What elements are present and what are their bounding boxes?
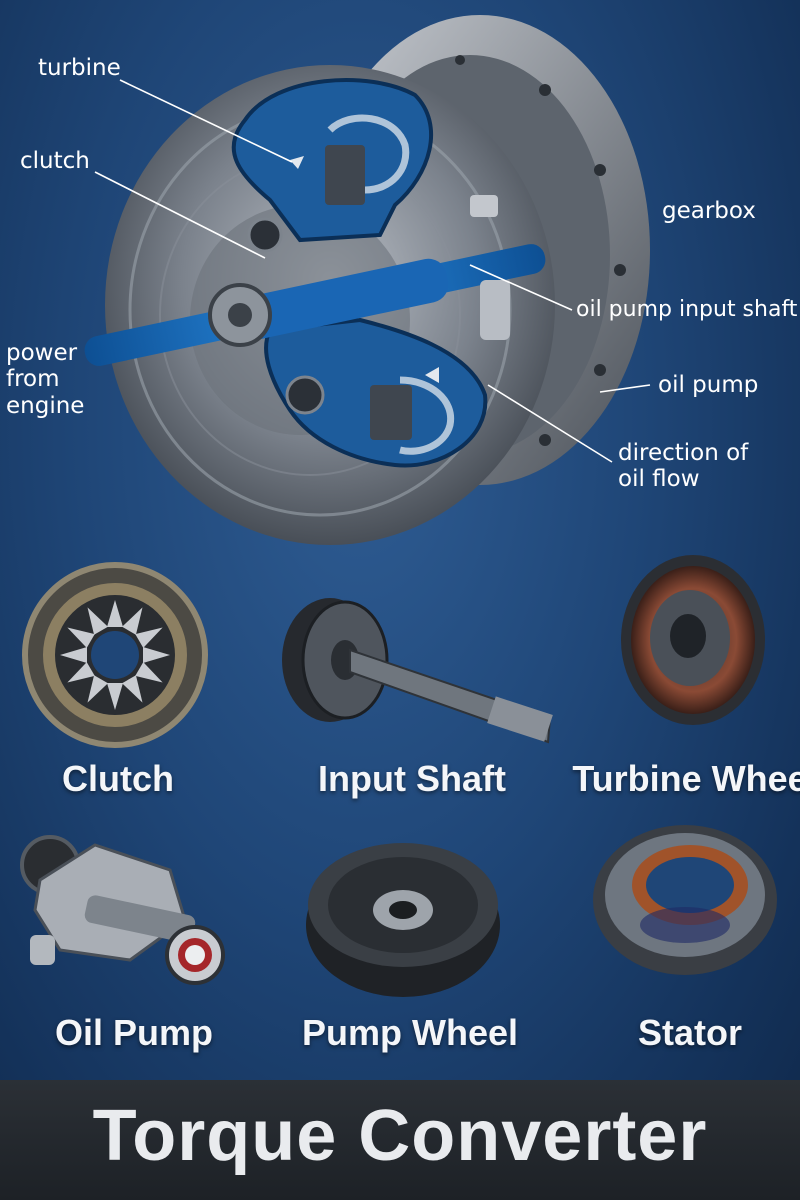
input-shaft <box>84 244 546 366</box>
callout-clutch: clutch <box>20 148 90 174</box>
part-label-pump-wheel: Pump Wheel <box>301 1012 519 1053</box>
callout-oil-pump: oil pump <box>658 372 759 398</box>
part-label-turbine-wheel: Turbine Wheel <box>572 758 800 799</box>
callout-direction-of-oil-flow: direction of oil flow <box>618 440 748 493</box>
callout-oil-pump-input-shaft: oil pump input shaft <box>576 297 798 322</box>
callout-power-line-1: power <box>6 340 78 366</box>
part-label-oil-pump: Oil Pump <box>54 1012 213 1053</box>
pump-wheel-icon <box>306 843 500 997</box>
part-label-stator: Stator <box>637 1012 742 1053</box>
oil-flow-arrow <box>425 367 439 383</box>
callout-gearbox: gearbox <box>662 198 756 224</box>
callout-power-from-engine: power from engine <box>6 340 84 419</box>
callout-turbine: turbine <box>38 55 121 81</box>
turbine-wheel-icon <box>621 555 765 725</box>
callout-flow-line-1: direction of <box>618 440 749 466</box>
callout-power-line-2: from <box>6 366 60 393</box>
page-title: Torque Converter <box>92 1096 708 1176</box>
callout-flow-line-2: oil flow <box>618 466 700 493</box>
part-label-input-shaft: Input Shaft <box>318 758 506 799</box>
clutch-icon <box>22 562 208 748</box>
part-label-clutch: Clutch <box>62 758 174 799</box>
oil-pump-icon <box>20 835 225 985</box>
stator-icon <box>593 825 777 975</box>
callout-power-line-3: engine <box>6 392 85 419</box>
callout-leader-lines <box>94 79 651 463</box>
title-banner <box>0 1080 800 1200</box>
input-shaft-icon <box>282 598 553 744</box>
housing-bolts <box>455 55 626 446</box>
converter-cutaway <box>84 15 650 545</box>
